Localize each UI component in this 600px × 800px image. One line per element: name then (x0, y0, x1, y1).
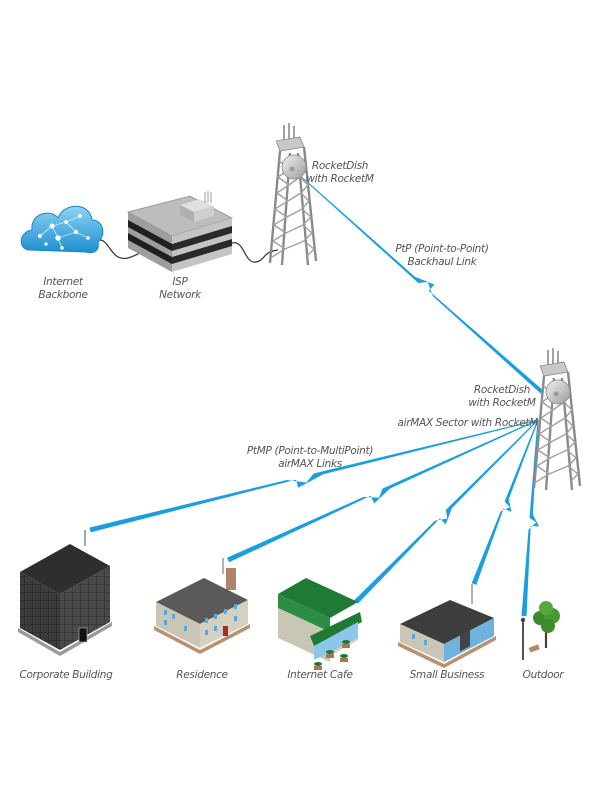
label-corporate-building: Corporate Building (19, 669, 113, 681)
ptmp-link-residence (227, 419, 539, 563)
label-line: Network (159, 289, 201, 301)
cloud-icon (20, 205, 104, 254)
label-line: with RocketM (468, 397, 536, 409)
label-internet-cafe: Internet Cafe (287, 669, 353, 681)
ptmp-link-internet-cafe (354, 419, 539, 604)
house-icon (154, 558, 250, 654)
ptmp-link-corporate-building (89, 419, 539, 533)
label-line: PtP (Point-to-Point) (395, 243, 489, 255)
label-tower-top: RocketDish with RocketM (306, 160, 374, 186)
ptp-backhaul-link (295, 171, 544, 394)
label-internet-backbone: Internet Backbone (38, 276, 88, 302)
label-small-business: Small Business (409, 669, 485, 681)
wireless-links (89, 171, 544, 617)
label-outdoor: Outdoor (522, 669, 564, 681)
cable-isp-to-tower (231, 242, 279, 263)
tree-lamp-icon (520, 601, 560, 660)
radio-tower-icon (532, 346, 582, 492)
label-line: RocketDish (311, 160, 369, 172)
office-tower-icon (18, 530, 112, 656)
label-line: Internet (43, 276, 83, 288)
label-ptp-link: PtP (Point-to-Point) Backhaul Link (395, 243, 489, 269)
shop-icon (398, 584, 496, 668)
label-line: Backbone (38, 289, 88, 301)
label-ptmp-links: PtMP (Point-to-MultiPoint) airMAX Links (246, 445, 374, 471)
label-isp-network: ISP Network (159, 276, 201, 302)
label-line: Backhaul Link (407, 256, 477, 268)
cafe-icon (278, 578, 362, 670)
ptmp-link-small-business (471, 419, 539, 585)
label-tower-relay: RocketDish with RocketM (468, 384, 536, 410)
label-line: airMAX Links (278, 458, 342, 470)
radio-tower-icon (268, 121, 318, 267)
label-line: with RocketM (306, 173, 374, 185)
label-line: ISP (172, 276, 188, 288)
label-airmax-sector: airMAX Sector with RocketM (397, 417, 538, 429)
server-building-icon (126, 191, 234, 272)
label-line: RocketDish (473, 384, 531, 396)
label-line: PtMP (Point-to-MultiPoint) (246, 445, 374, 457)
label-residence: Residence (176, 669, 228, 681)
